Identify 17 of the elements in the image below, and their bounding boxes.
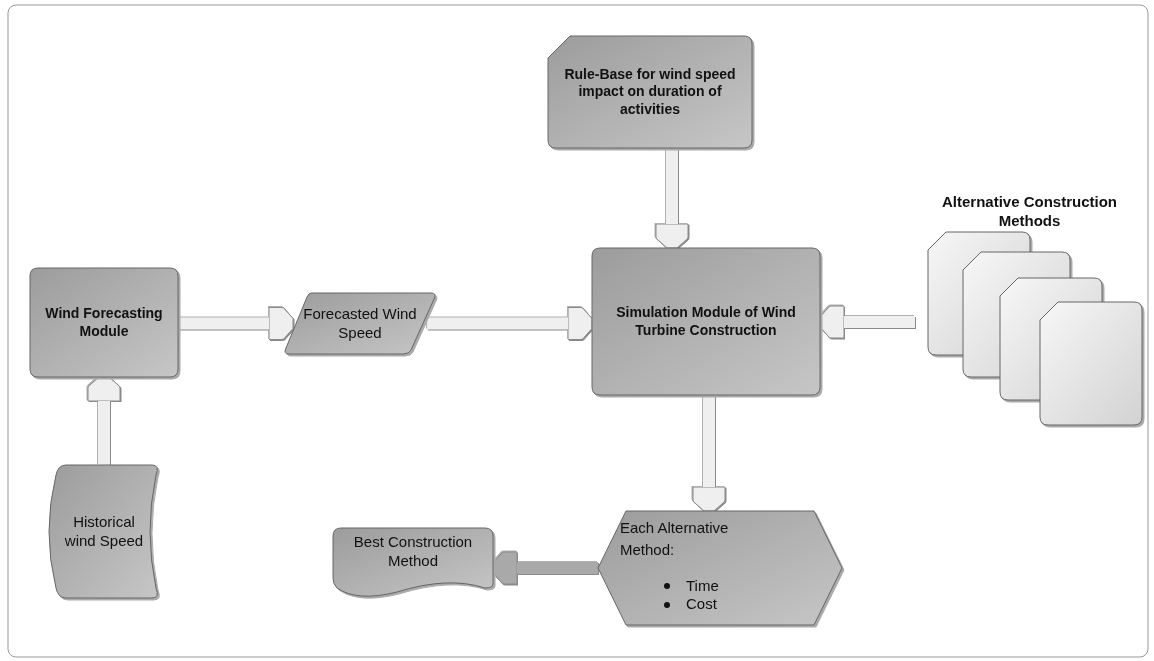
document-shape bbox=[333, 528, 493, 598]
stack-heading: Alternative Construction Methods bbox=[941, 193, 1118, 231]
node-label: Each Alternative Method: bbox=[620, 518, 730, 560]
card-box bbox=[548, 36, 752, 148]
bullet-item: Time bbox=[686, 576, 719, 596]
hexagon-box bbox=[598, 511, 842, 625]
node-label: Wind Forecasting Module bbox=[44, 305, 164, 340]
node-label: Forecasted Wind Speed bbox=[302, 304, 418, 343]
process-box bbox=[30, 268, 178, 377]
tape-shape bbox=[48, 465, 160, 598]
node-label: Best Construction Method bbox=[352, 533, 474, 571]
node-label: Historical wind Speed bbox=[63, 512, 145, 551]
node-label: Simulation Module of Wind Turbine Construction bbox=[615, 304, 797, 339]
process-box bbox=[592, 248, 820, 395]
node-label: Rule-Base for wind speed impact on duration of activities bbox=[563, 65, 737, 119]
data-parallelogram bbox=[283, 293, 437, 354]
bullet-item: Cost bbox=[686, 595, 717, 614]
